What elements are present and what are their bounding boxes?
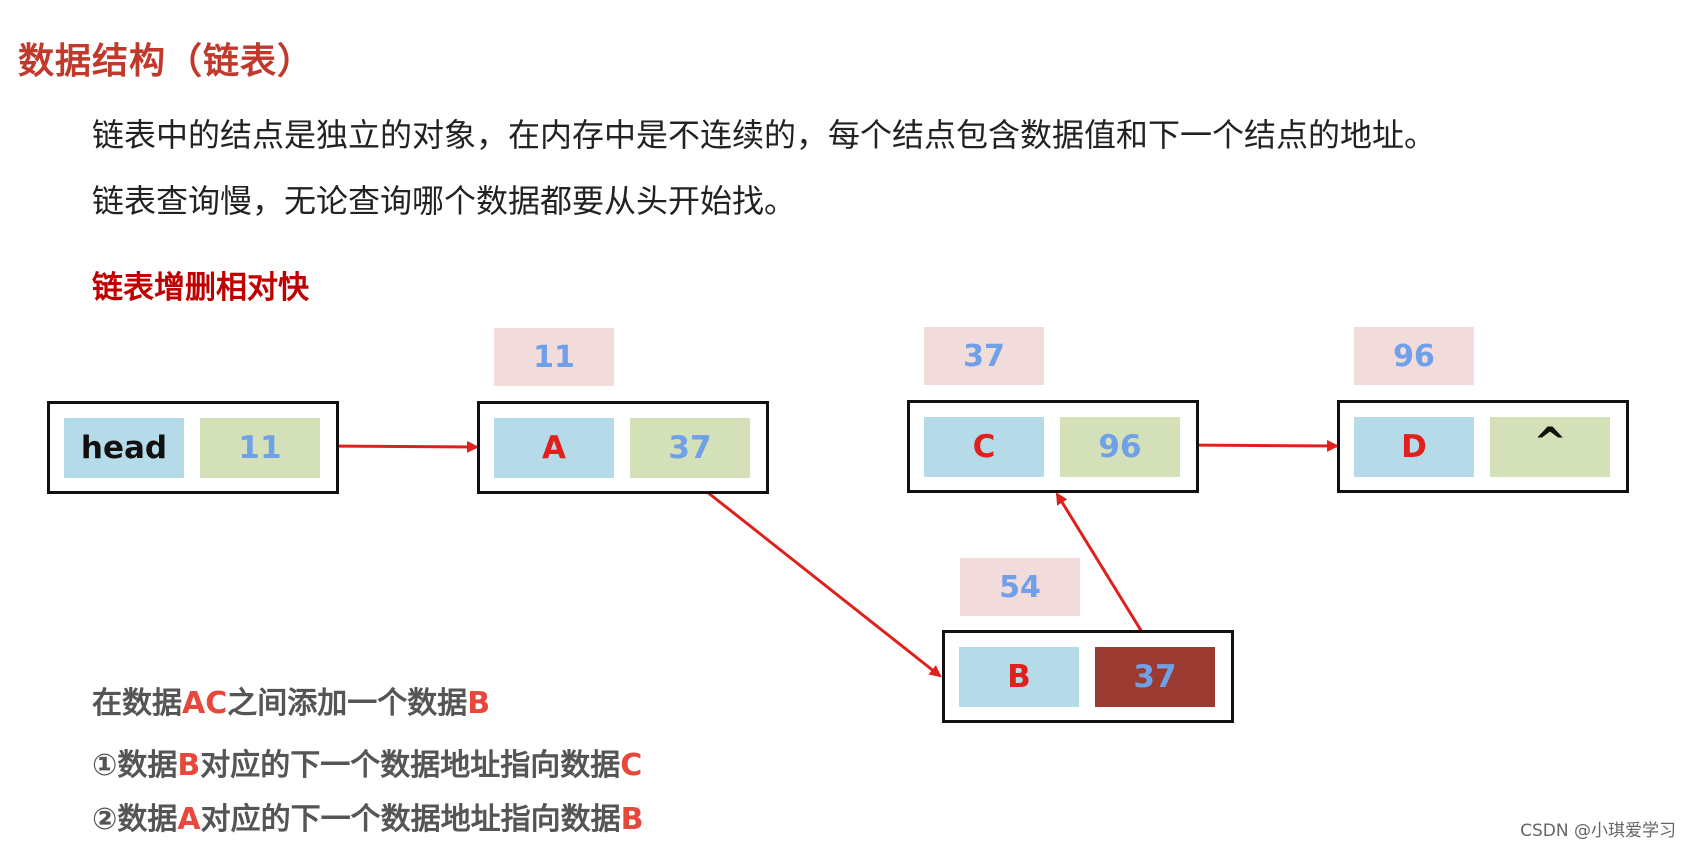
node-b-next-cell: 37 [1095, 647, 1215, 707]
arrow-head-to-a [322, 440, 479, 453]
note-text: ①数据 [92, 748, 178, 783]
note-text: 在数据 [92, 686, 182, 721]
note-step-2: ②数据A对应的下一个数据地址指向数据B [92, 794, 644, 838]
node-c-data-cell: C [924, 417, 1044, 477]
note-text: 对应的下一个数据地址指向数据 [200, 802, 621, 837]
subheading-fast-insert-delete: 链表增删相对快 [92, 270, 309, 306]
node-d-null-cell: ^ [1490, 417, 1610, 477]
node-b: B 37 [942, 630, 1234, 723]
node-a-data-cell: A [494, 418, 614, 478]
address-box-a: 11 [494, 328, 614, 386]
address-box-c: 37 [924, 327, 1044, 385]
node-head: head 11 [47, 401, 339, 494]
note-highlight: AC [182, 686, 228, 721]
page-title: 数据结构（链表） [18, 41, 315, 82]
node-c: C 96 [907, 400, 1199, 493]
node-d: D ^ [1337, 400, 1629, 493]
note-text: ②数据 [92, 802, 178, 837]
node-b-data-cell: B [959, 647, 1079, 707]
arrow-c-to-d [1182, 439, 1339, 452]
note-highlight: C [620, 748, 643, 783]
node-c-next-cell: 96 [1060, 417, 1180, 477]
head-next-cell: 11 [200, 418, 320, 478]
note-highlight: B [467, 686, 491, 721]
node-d-data-cell: D [1354, 417, 1474, 477]
paragraph-noncontiguous: 链表中的结点是独立的对象，在内存中是不连续的，每个结点包含数据值和下一个结点的地… [92, 116, 1437, 154]
address-box-d: 96 [1354, 327, 1474, 385]
node-a: A 37 [477, 401, 769, 494]
note-highlight: B [177, 748, 201, 783]
note-insert-b: 在数据AC之间添加一个数据B [92, 678, 490, 722]
paragraph-slow-query: 链表查询慢，无论查询哪个数据都要从头开始找。 [92, 182, 797, 220]
null-pointer-symbol: ^ [1533, 420, 1567, 466]
note-highlight: A [177, 802, 201, 837]
note-text: 对应的下一个数据地址指向数据 [200, 748, 621, 783]
note-highlight: B [620, 802, 644, 837]
note-text: 之间添加一个数据 [227, 686, 468, 721]
note-step-1: ①数据B对应的下一个数据地址指向数据C [92, 740, 642, 784]
watermark: CSDN @小琪爱学习 [1520, 821, 1676, 841]
head-label-cell: head [64, 418, 184, 478]
arrow-a-to-b [685, 473, 942, 678]
address-box-b: 54 [960, 558, 1080, 616]
arrow-b-to-c [1055, 492, 1155, 651]
node-a-next-cell: 37 [630, 418, 750, 478]
